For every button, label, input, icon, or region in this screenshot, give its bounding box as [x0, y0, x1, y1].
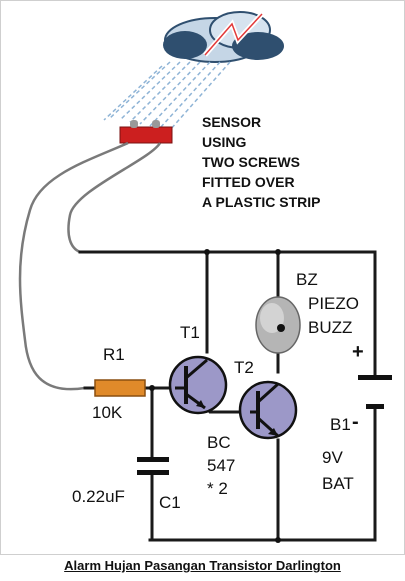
- resistor-r1: [94, 379, 146, 397]
- bz-desc-1: PIEZO: [308, 294, 359, 313]
- c1-ref: C1: [159, 493, 181, 512]
- r1-value: 10K: [92, 403, 123, 422]
- piezo-buzzer: [255, 296, 301, 354]
- rain-lines: [103, 61, 231, 131]
- t1-ref: T1: [180, 323, 200, 342]
- transistor-type-line-1: BC: [207, 433, 231, 452]
- battery-minus: -: [352, 411, 359, 433]
- b1-desc-1: 9V: [322, 448, 343, 467]
- t2-ref: T2: [234, 358, 254, 377]
- battery-b1: [358, 375, 392, 409]
- sensor-note-line-5: A PLASTIC STRIP: [202, 194, 321, 210]
- transistor-t2: [238, 380, 298, 440]
- transistor-t1: [168, 355, 228, 415]
- transistor-type-line-2: 547: [207, 456, 235, 475]
- sensor-strip: [119, 120, 173, 144]
- sensor-note: SENSOR USING TWO SCREWS FITTED OVER A PL…: [202, 114, 321, 210]
- rain-cloud-icon: [163, 11, 284, 63]
- probe-wire: [18, 141, 129, 391]
- r1-ref: R1: [103, 345, 125, 364]
- bz-ref: BZ: [296, 270, 318, 289]
- bz-desc-2: BUZZ: [308, 318, 352, 337]
- sensor-note-line-2: USING: [202, 134, 246, 150]
- c1-value: 0.22uF: [72, 487, 125, 506]
- capacitor-c1: [137, 457, 169, 475]
- sensor-note-line-1: SENSOR: [202, 114, 261, 130]
- transistor-type-line-3: * 2: [207, 479, 228, 498]
- diagram-caption: Alarm Hujan Pasangan Transistor Darlingt…: [64, 558, 341, 573]
- sensor-note-line-3: TWO SCREWS: [202, 154, 300, 170]
- b1-desc-2: BAT: [322, 474, 354, 493]
- battery-plus: +: [352, 341, 364, 363]
- probe-wire-2: [67, 142, 162, 254]
- b1-ref: B1: [330, 415, 351, 434]
- junction-dots: [149, 249, 281, 543]
- sensor-note-line-4: FITTED OVER: [202, 174, 295, 190]
